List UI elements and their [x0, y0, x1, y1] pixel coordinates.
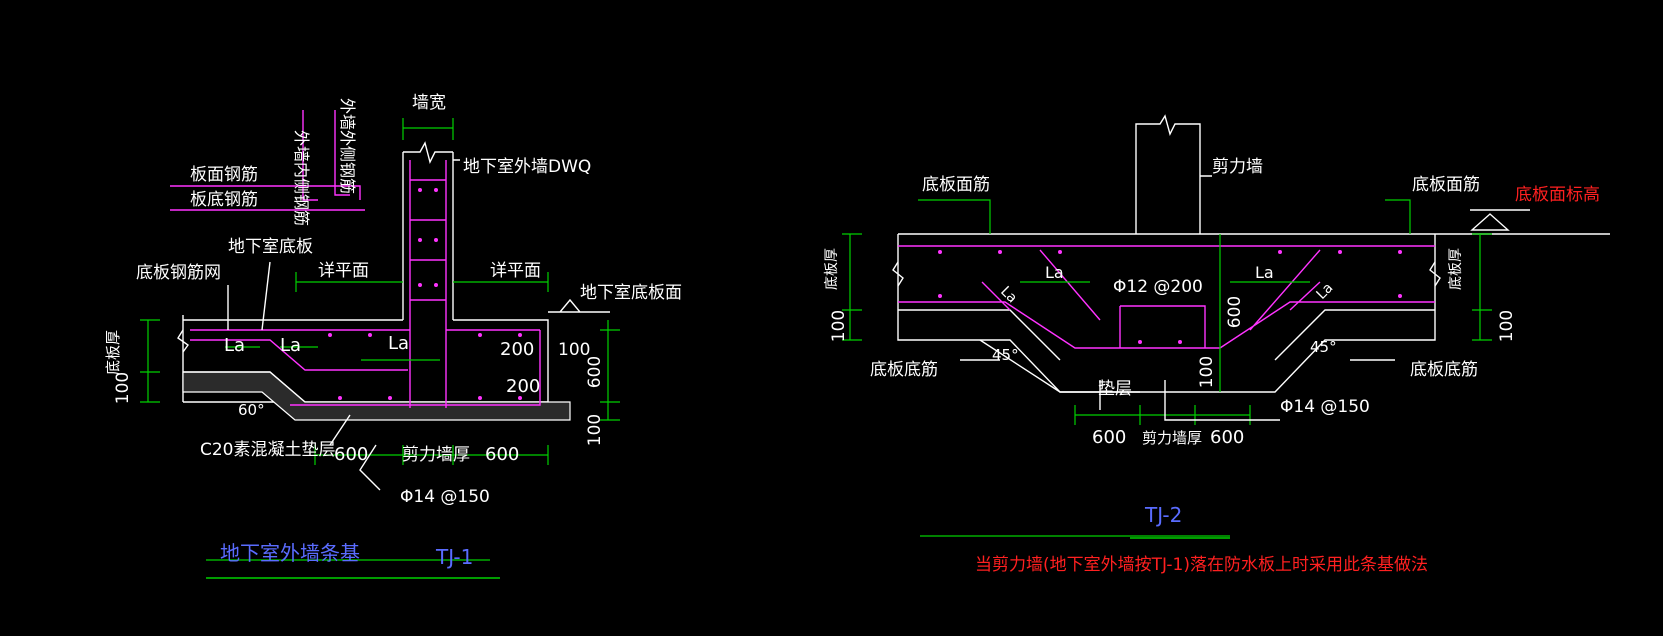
- tj1-rebar-dots: [328, 188, 522, 400]
- tj1-wall-rebar: [190, 160, 541, 408]
- tj2-detail: 剪力墙 底板面筋 底板面筋 底板面标高 底板厚 底板厚 La La La La …: [824, 114, 1610, 575]
- tj2-note: 当剪力墙(地下室外墙按TJ-1)落在防水板上时采用此条基做法: [975, 555, 1428, 575]
- tj1-shear-wall-thickness: 剪力墙厚: [402, 445, 470, 465]
- tj2-rebar-top: Φ12 @200: [1113, 277, 1203, 297]
- tj1-wall-outline: [402, 141, 454, 320]
- tj2-thickness-left: 底板厚: [824, 248, 840, 290]
- tj1-basement-slab-label: 地下室底板: [228, 237, 313, 257]
- tj1-dim-100-bottom: 100: [585, 414, 605, 446]
- tj2-slab-bottom-left: 底板底筋: [870, 360, 938, 380]
- tj1-outer-rebar-label: 外墙外侧钢筋: [338, 98, 357, 194]
- tj1-outer-wall-label: 地下室外墙DWQ: [463, 157, 591, 177]
- tj1-slab-top-rebar-label: 板面钢筋: [190, 165, 258, 185]
- tj2-angle-left: 45°: [992, 346, 1019, 364]
- tj1-cushion-label: C20素混凝土垫层: [200, 440, 336, 460]
- tj2-cushion-label: 垫层: [1098, 379, 1132, 399]
- tj2-rebar: [898, 245, 1435, 349]
- tj1-slab-surface-label: 地下室底板面: [580, 283, 682, 303]
- tj1-stirrups: [410, 179, 446, 301]
- tj1-dim-600-right-bottom: 600: [485, 444, 519, 465]
- tj2-slab-level: 底板面标高: [1515, 185, 1600, 205]
- tj1-inner-rebar-label: 外墙内侧钢筋: [292, 130, 311, 226]
- tj2-dim-600-right: 600: [1210, 427, 1244, 448]
- tj2-slab-top-right: 底板面筋: [1412, 175, 1480, 195]
- tj2-rebar-dots: [938, 250, 1402, 344]
- tj1-rebar-legend-lines: [170, 110, 365, 211]
- tj1-la3: La: [388, 333, 409, 354]
- tj1-rebar-spec: Φ14 @150: [400, 487, 490, 507]
- tj1-dim-100-left: 100: [113, 372, 133, 404]
- tj1-slab-bottom-rebar-label: 板底钢筋: [190, 190, 258, 210]
- tj2-rebar-bottom: Φ14 @150: [1280, 397, 1370, 417]
- tj2-dimension-lines: [842, 199, 1492, 537]
- tj1-haunch-line: [183, 371, 306, 403]
- tj1-slab-mesh-label: 底板钢筋网: [136, 263, 221, 283]
- tj2-angle-right: 45°: [1310, 338, 1337, 356]
- tj1-angle-label: 60°: [238, 401, 265, 419]
- tj2-shear-wall-thickness: 剪力墙厚: [1142, 429, 1202, 447]
- tj1-dim-600-right: 600: [585, 356, 605, 388]
- tj2-la-diag-left: La: [997, 284, 1020, 307]
- tj2-dim-100-center: 100: [1197, 356, 1217, 388]
- tj1-la1: La: [224, 335, 245, 356]
- tj1-surface-mark: [548, 298, 610, 313]
- tj2-code: TJ-2: [1144, 503, 1182, 527]
- tj2-la-left: La: [1045, 263, 1064, 282]
- tj1-title: 地下室外墙条基: [220, 541, 360, 565]
- tj2-slab-outline: [897, 233, 1610, 393]
- tj2-shear-wall: [1135, 114, 1201, 234]
- tj1-slab-thickness-label: 底板厚: [104, 330, 122, 375]
- tj2-la-diag-right: La: [1314, 280, 1337, 303]
- tj1-leaders: [227, 159, 460, 491]
- tj2-dim-100-right: 100: [1497, 310, 1517, 342]
- tj1-detail: 墙宽 地下室外墙DWQ 外墙内侧钢筋 外墙外侧钢筋 板面钢筋 板底钢筋 地下室底…: [104, 93, 682, 579]
- tj2-level-mark: [1470, 213, 1510, 231]
- tj1-dim-600-left: 600: [334, 444, 368, 465]
- tj1-detail-right-label: 详平面: [490, 261, 541, 281]
- tj2-shear-wall-label: 剪力墙: [1212, 157, 1263, 177]
- tj1-code: TJ-1: [435, 545, 473, 569]
- tj2-dim-100-left: 100: [829, 310, 849, 342]
- tj2-dim-600-vert: 600: [1225, 296, 1245, 328]
- tj1-dim-100-right: 100: [558, 340, 590, 360]
- tj2-la-right: La: [1255, 263, 1274, 282]
- tj2-slab-top-left: 底板面筋: [922, 175, 990, 195]
- tj2-cushion: [898, 309, 1435, 393]
- tj1-dim-200-bot: 200: [506, 376, 540, 397]
- tj1-detail-left-label: 详平面: [318, 261, 369, 281]
- tj1-dim-200-top: 200: [500, 339, 534, 360]
- tj1-wall-width-label: 墙宽: [412, 93, 446, 113]
- tj2-leaders: [960, 175, 1530, 421]
- tj1-la2: La: [280, 335, 301, 356]
- tj2-break-marks: [892, 261, 1441, 287]
- tj2-dim-600-left: 600: [1092, 427, 1126, 448]
- tj1-break-mark: [177, 329, 189, 353]
- tj2-thickness-right: 底板厚: [1448, 248, 1464, 290]
- tj1-dimension-lines: [140, 118, 620, 561]
- tj2-slab-bottom-right: 底板底筋: [1410, 360, 1478, 380]
